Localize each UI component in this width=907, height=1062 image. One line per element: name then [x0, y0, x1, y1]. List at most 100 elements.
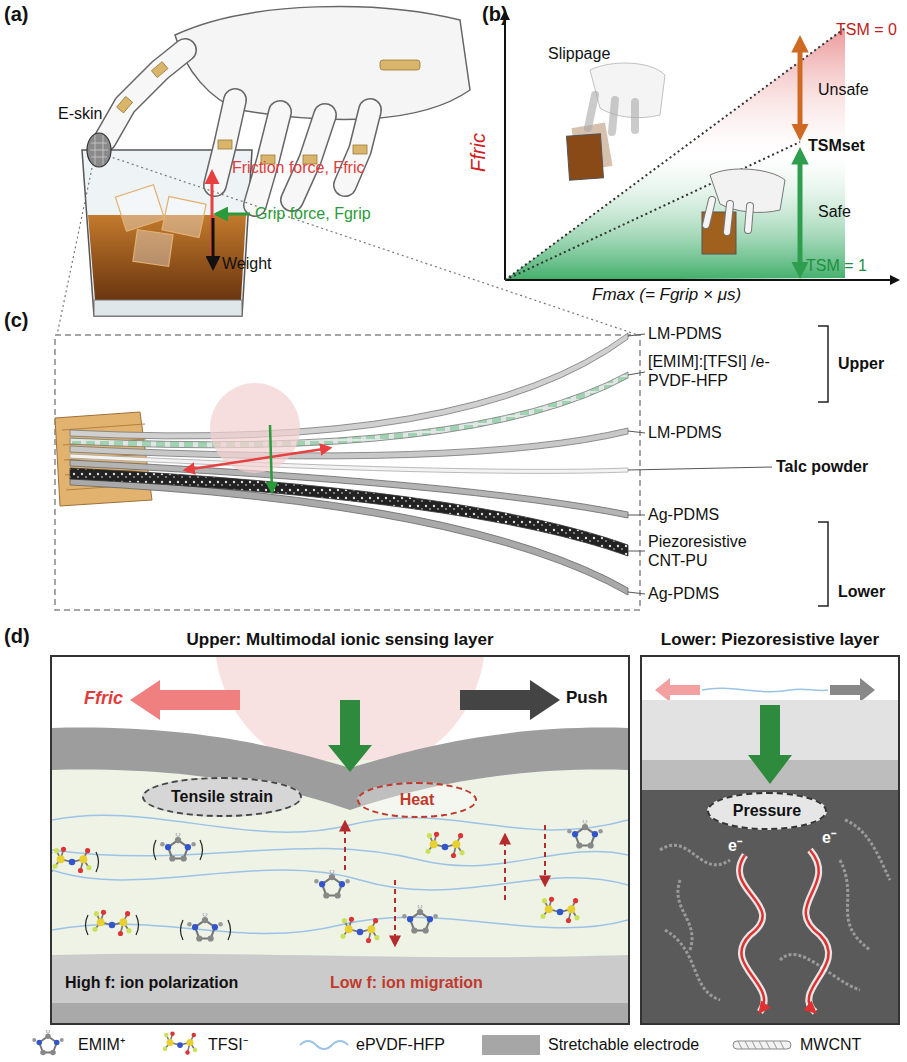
tsm-chart [505, 142, 800, 280]
ionic-layer-illustration [314, 869, 350, 898]
figure-label: Safe [818, 202, 851, 221]
zoom-leader-lines [108, 156, 638, 335]
figure-label: e⁻ [728, 836, 742, 855]
panel-frame: Lower: Piezoresistive layerPressure [640, 655, 900, 1025]
ionic-layer-illustration [154, 840, 157, 860]
ionic-layer-illustration [540, 897, 579, 923]
robot-hand [292, 115, 325, 200]
mechanism-label: Heat [400, 791, 435, 809]
piezoresistive-illustration [845, 820, 890, 880]
piezoresistive-illustration [739, 850, 828, 1012]
panel-frame: Upper: Multimodal ionic sensing layerTen… [50, 655, 630, 1025]
figure-label: TSM = 0 [836, 20, 897, 39]
zoom-leader-lines [55, 156, 640, 610]
figure-label: High f: ion polarization [65, 973, 238, 992]
robot-hand [175, 6, 470, 119]
layer-leaders [628, 592, 645, 594]
robot-hand [105, 50, 370, 205]
piezoresistive-illustration [642, 790, 898, 1023]
robot-hand [105, 6, 470, 205]
mechanism-ellipse: Heat [357, 782, 477, 818]
ionic-layer-illustration [52, 657, 628, 1023]
ionic-layer-illustration [328, 700, 372, 772]
layer-leaders [628, 467, 772, 470]
robot-hand [151, 62, 168, 78]
piezoresistive-illustration [642, 678, 898, 1023]
piezoresistive-illustration [748, 705, 792, 784]
piezoresistive-illustration [678, 880, 692, 950]
figure-label: (d) [4, 624, 30, 648]
ionic-layer-illustration [567, 819, 603, 848]
tsm-chart [798, 154, 803, 272]
figure-label: Weight [222, 254, 272, 273]
figure-label: Slippage [548, 44, 610, 63]
piezoresistive-illustration [840, 860, 870, 950]
legend-swatch [482, 1035, 540, 1055]
mechanism-ellipse: Pressure [707, 792, 827, 830]
ionic-layer-illustration [52, 1003, 628, 1023]
slippage-icon [567, 63, 665, 180]
ionic-layer-illustration [136, 915, 139, 935]
ionic-layer-illustration [52, 954, 628, 1023]
figure-label: TSM = 1 [806, 256, 867, 275]
panel-heading: Upper: Multimodal ionic sensing layer [32, 630, 648, 650]
ionic-layer-illustration [460, 680, 560, 720]
figure-label: Piezoresistive CNT-PU [648, 532, 778, 570]
robot-hand [255, 112, 280, 205]
layer-leaders [628, 431, 645, 433]
slippage-icon [590, 63, 665, 118]
robot-hand [255, 112, 280, 205]
mechanism-ellipse: Tensile strain [142, 777, 302, 817]
layer-stack [55, 333, 628, 595]
robot-hand [380, 60, 420, 70]
robot-hand [117, 96, 133, 113]
e-skin-disk [87, 133, 111, 167]
robot-hand [292, 115, 325, 200]
group-brackets [818, 522, 828, 606]
tsm-chart [798, 42, 803, 134]
legend-text: Stretchable electrode [548, 1035, 699, 1054]
ionic-layer-illustration [160, 832, 196, 861]
layer-leaders [628, 551, 645, 552]
glass-illustration [94, 300, 242, 316]
figure-label: Talc powder [776, 457, 868, 476]
legend-icons [32, 1030, 64, 1056]
ionic-layer-illustration [52, 815, 628, 933]
glass-illustration [115, 185, 164, 232]
e-skin-disk [90, 135, 108, 165]
ionic-layer-illustration [344, 822, 346, 870]
ionic-layer-illustration [52, 840, 231, 940]
ionic-layer-illustration [86, 915, 89, 935]
layer-leaders [628, 372, 645, 375]
figure-label: Upper [838, 354, 884, 373]
glass-illustration [133, 230, 173, 267]
ionic-layer-illustration [345, 822, 545, 945]
figure-label: Lower [838, 582, 885, 601]
safe-grip-icon [706, 200, 750, 232]
figure-label: e⁻ [822, 828, 836, 847]
legend-text: ePVDF-HFP [356, 1035, 445, 1054]
ionic-layer-illustration [340, 917, 379, 943]
figure-label: (b) [482, 2, 508, 26]
ionic-layer-illustration [130, 680, 240, 720]
figure-label: E-skin [58, 104, 102, 123]
glass-illustration [162, 196, 206, 237]
safe-grip-icon [702, 169, 785, 254]
figure-label: Push [566, 688, 608, 708]
tsm-chart [504, 12, 506, 280]
piezoresistive-illustration [806, 850, 829, 1012]
robot-hand [353, 145, 367, 154]
layer-stack [185, 448, 330, 470]
legend-icons [163, 1032, 198, 1055]
figure-label: Friction force, Ffric [232, 158, 364, 177]
figure-label: Fmax (= Fgrip × μs) [592, 285, 741, 305]
ionic-layer-illustration [544, 825, 546, 885]
figure-label: Unsafe [818, 80, 869, 99]
glass-illustration [115, 185, 206, 267]
ionic-layer-illustration [92, 910, 131, 936]
figure-label: LM-PDMS [648, 423, 722, 442]
mechanism-label: Pressure [733, 802, 802, 820]
figure-label: Ag-PDMS [648, 584, 719, 603]
figure-label: [EMIM]:[TFSI] /e-PVDF-HFP [648, 352, 798, 390]
